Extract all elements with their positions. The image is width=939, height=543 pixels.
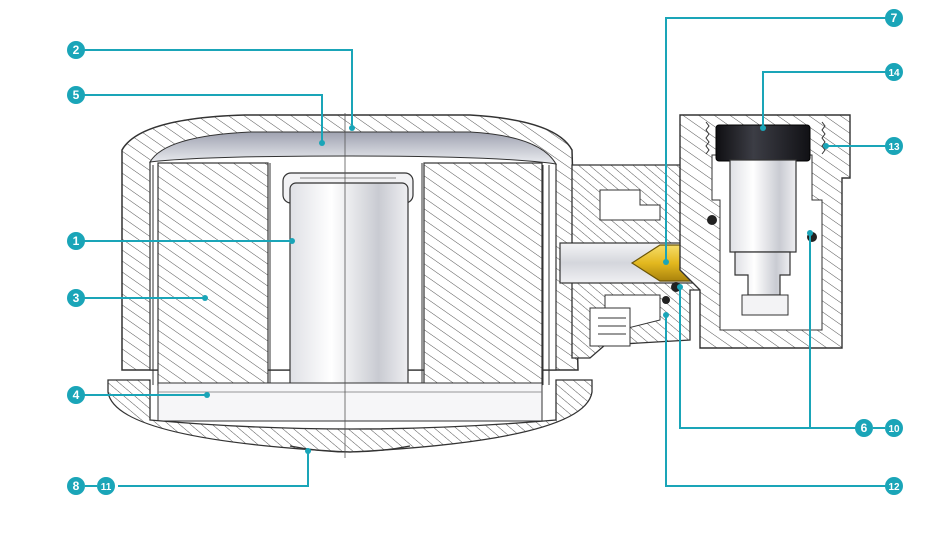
svg-text:7: 7 xyxy=(891,11,898,25)
callout-6: 6 xyxy=(855,419,873,437)
leader-8-11 xyxy=(118,451,309,487)
svg-text:12: 12 xyxy=(888,482,900,493)
callout-14: 14 xyxy=(885,63,903,81)
svg-text:1: 1 xyxy=(73,234,80,248)
leader-14 xyxy=(762,71,886,128)
leader-12 xyxy=(665,315,886,487)
leader-5 xyxy=(84,94,323,143)
callout-7: 7 xyxy=(885,9,903,27)
callout-10: 10 xyxy=(885,419,903,437)
svg-text:6: 6 xyxy=(861,421,868,435)
cartridge-right xyxy=(423,162,543,386)
callout-8: 8 xyxy=(67,477,85,495)
svg-text:13: 13 xyxy=(888,142,900,153)
leader-lines xyxy=(84,17,886,487)
callout-11: 11 xyxy=(97,477,115,495)
cartridge-left xyxy=(157,162,269,386)
valve-piston xyxy=(729,159,797,316)
callout-2: 2 xyxy=(67,41,85,59)
callout-4: 4 xyxy=(67,386,85,404)
svg-text:5: 5 xyxy=(73,88,80,102)
svg-text:11: 11 xyxy=(101,482,112,493)
svg-text:10: 10 xyxy=(888,424,900,435)
bottom-band xyxy=(157,382,543,422)
callout-badges: 1 2 3 4 5 6 7 8 10 11 12 13 14 xyxy=(67,9,903,495)
inner-liner xyxy=(152,163,550,385)
callout-5: 5 xyxy=(67,86,85,104)
base-cap xyxy=(107,379,593,453)
leader-2 xyxy=(84,49,353,128)
svg-text:14: 14 xyxy=(888,68,900,79)
svg-text:4: 4 xyxy=(73,388,80,402)
callout-1: 1 xyxy=(67,232,85,250)
callout-3: 3 xyxy=(67,289,85,307)
svg-text:8: 8 xyxy=(73,479,80,493)
leader-7 xyxy=(665,17,886,262)
leader-dots xyxy=(202,125,829,454)
side-clip xyxy=(589,307,631,347)
central-cylinder xyxy=(282,172,414,419)
leader-6-b xyxy=(679,287,810,429)
callout-13: 13 xyxy=(885,137,903,155)
callout-12: 12 xyxy=(885,477,903,495)
svg-text:2: 2 xyxy=(73,43,80,57)
svg-text:3: 3 xyxy=(73,291,80,305)
